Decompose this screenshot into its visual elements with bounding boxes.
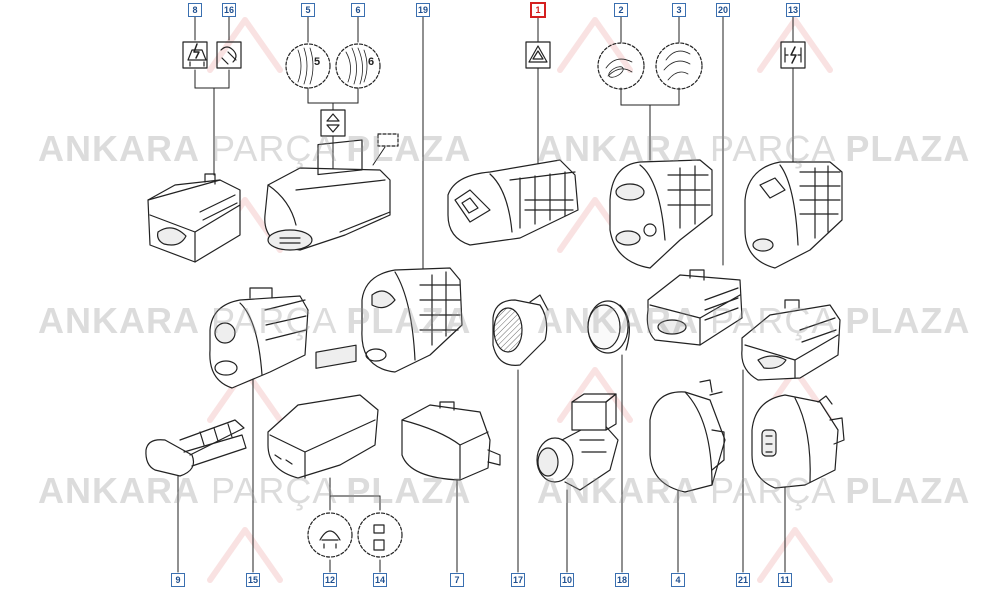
dashed-placeholder-icon <box>377 133 399 147</box>
callout-12[interactable]: 12 <box>323 573 337 587</box>
detail-6-texture <box>345 47 368 85</box>
detail-5-label: 5 <box>314 56 321 68</box>
detail-3-circle <box>655 42 703 90</box>
part-20-switch <box>646 269 743 346</box>
detail-3-texture <box>663 50 691 81</box>
part-2-3-switch <box>609 159 713 269</box>
part-7-cover <box>401 401 501 481</box>
part-17-knob <box>492 294 549 366</box>
part-9-clip <box>145 419 247 477</box>
callout-9[interactable]: 9 <box>171 573 185 587</box>
detail-14-symbol <box>373 524 385 551</box>
callout-17[interactable]: 17 <box>511 573 525 587</box>
part-12-14-switch <box>267 344 379 479</box>
detail-5-circle <box>285 43 331 89</box>
callout-19[interactable]: 19 <box>416 3 430 17</box>
callout-15[interactable]: 15 <box>246 573 260 587</box>
detail-14-circle <box>357 512 403 558</box>
callout-13[interactable]: 13 <box>786 3 800 17</box>
callout-21[interactable]: 21 <box>736 573 750 587</box>
part-21-switch <box>741 299 841 381</box>
part-11-switch <box>751 394 845 489</box>
callout-20[interactable]: 20 <box>716 3 730 17</box>
symbol-8-icon <box>182 41 208 69</box>
part-19-switch <box>361 267 463 373</box>
detail-12-symbol <box>319 530 341 549</box>
callout-11[interactable]: 11 <box>778 573 792 587</box>
part-10-rotary-switch <box>536 393 619 491</box>
part-1-hazard-switch <box>447 159 579 246</box>
callout-5[interactable]: 5 <box>301 3 315 17</box>
callout-10[interactable]: 10 <box>560 573 574 587</box>
callout-6[interactable]: 6 <box>351 3 365 17</box>
up-down-arrow-icon <box>320 109 346 137</box>
callout-16[interactable]: 16 <box>222 3 236 17</box>
symbol-16-icon <box>216 41 242 69</box>
hazard-triangle-icon <box>525 41 551 69</box>
part-18-disc <box>587 300 630 354</box>
callout-4[interactable]: 4 <box>671 573 685 587</box>
callout-2[interactable]: 2 <box>614 3 628 17</box>
part-15-switch <box>209 287 309 389</box>
callout-18[interactable]: 18 <box>615 573 629 587</box>
symbol-13-icon <box>780 41 806 69</box>
part-4-cap <box>649 379 726 493</box>
callout-14[interactable]: 14 <box>373 573 387 587</box>
part-5-6-switch <box>264 139 391 251</box>
callout-3[interactable]: 3 <box>672 3 686 17</box>
detail-6-circle <box>335 43 381 89</box>
callout-7[interactable]: 7 <box>450 573 464 587</box>
part-8-16-switch <box>147 173 241 263</box>
callout-1-highlighted[interactable]: 1 <box>530 2 546 18</box>
detail-2-circle <box>597 42 645 90</box>
part-13-switch <box>744 161 843 269</box>
callout-8[interactable]: 8 <box>188 3 202 17</box>
detail-5-texture <box>297 47 314 85</box>
detail-6-label: 6 <box>368 56 375 68</box>
detail-2-texture <box>605 58 633 78</box>
detail-12-circle <box>307 512 353 558</box>
